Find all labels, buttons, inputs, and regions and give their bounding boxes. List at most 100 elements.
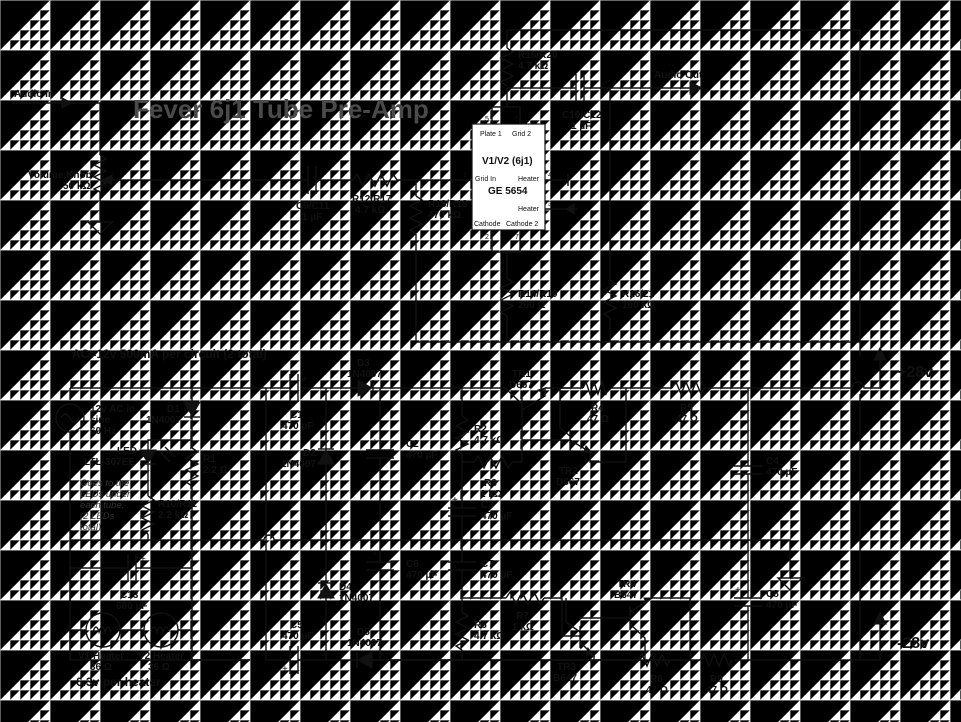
r9-name: R9 bbox=[710, 674, 723, 685]
led-note-3: each tube. bbox=[80, 500, 124, 511]
tr1-transistor bbox=[504, 386, 547, 462]
tr3-value: B647 bbox=[553, 673, 577, 684]
c10-name: C10/C12 bbox=[562, 110, 602, 121]
v1h-value: 36 Ω bbox=[90, 662, 112, 673]
d1-value: 1N4007 bbox=[146, 415, 181, 426]
r16-name: R16/21 bbox=[622, 289, 655, 300]
pin-n2: 2 bbox=[485, 234, 489, 241]
svg-text:+: + bbox=[282, 664, 288, 675]
pin-grid2: Grid 2 bbox=[512, 131, 531, 138]
c5-value: 470 µF bbox=[282, 631, 313, 642]
r4-value: 47 Ω bbox=[587, 414, 609, 425]
r13-value: 470 kΩ bbox=[428, 210, 461, 221]
ac-line2: sine bbox=[90, 415, 110, 426]
c13-value: 680 µF bbox=[116, 601, 147, 612]
c3-name: C3 bbox=[481, 500, 494, 511]
r12-value: 4.7 kΩ bbox=[355, 205, 385, 216]
pin-n6: 6 bbox=[515, 116, 519, 123]
d5-value: 1N4007 bbox=[347, 638, 382, 649]
d4-name: D4 bbox=[339, 582, 352, 593]
c2-value: 470 µF bbox=[406, 450, 437, 461]
tr3-name: TR3 bbox=[557, 662, 576, 673]
r16-resistor bbox=[602, 279, 618, 319]
r6-name: R6 bbox=[474, 620, 487, 631]
svg-text:+: + bbox=[372, 549, 378, 560]
r5-name: R5 bbox=[680, 403, 693, 414]
r7-value: 1 kΩ bbox=[512, 622, 534, 633]
led-value: LTL-307EE bbox=[84, 457, 135, 468]
led-note-2: LEDs under bbox=[80, 489, 131, 500]
minus28-arrow bbox=[873, 610, 887, 625]
c13-name: C13 bbox=[120, 590, 139, 601]
led-note-4: (2 LEDs bbox=[80, 511, 115, 522]
r13-name: R13/R18 bbox=[428, 199, 468, 210]
d4-value: 1N4007 bbox=[339, 593, 374, 604]
led-name: LED bbox=[117, 446, 137, 457]
r10-name: R10/R11 bbox=[158, 499, 197, 510]
r8-value: 47 Ω bbox=[646, 685, 668, 696]
r12-name: R12/R17 bbox=[352, 194, 392, 205]
r15-resistor bbox=[499, 47, 515, 87]
r10-resistor bbox=[140, 495, 156, 535]
c2-name: C2 bbox=[406, 439, 419, 450]
c8-value: 470 µF bbox=[766, 600, 797, 611]
d3-value: 1N4007 bbox=[347, 369, 382, 380]
c10-value: 1 µF bbox=[571, 121, 591, 132]
led-note-5: total) bbox=[80, 522, 101, 533]
svg-text:+: + bbox=[452, 495, 458, 506]
v2h-name: V2 Heater bbox=[138, 651, 184, 662]
tr4-value: B647 bbox=[614, 590, 638, 601]
r5-value: 47 Ω bbox=[676, 414, 698, 425]
ac-value: 60 Hz bbox=[90, 426, 116, 437]
d3-name: D3 bbox=[357, 358, 370, 369]
c6-value: 470 µF bbox=[406, 570, 437, 581]
tr2-value: D667 bbox=[556, 477, 580, 488]
r7-resistor bbox=[505, 590, 545, 606]
tr1-value: D667 bbox=[509, 380, 533, 391]
c1-capacitor: + bbox=[289, 374, 308, 402]
r4-resistor bbox=[582, 379, 610, 397]
heater-plus-arrow bbox=[565, 203, 575, 215]
r15-value: 4.7 kΩ bbox=[518, 61, 548, 72]
pin-n4: 4 bbox=[548, 172, 552, 179]
audio-out-label: Audio Out bbox=[654, 70, 703, 81]
r2-resistor bbox=[454, 415, 470, 455]
r10-value: 2.2 kΩ bbox=[158, 510, 188, 521]
r8-name: R8 bbox=[650, 674, 663, 685]
r1-name: R1 bbox=[203, 454, 216, 465]
r3-resistor bbox=[473, 454, 513, 470]
c9-value: 1 µF bbox=[302, 212, 322, 223]
pin-n3: 3 bbox=[548, 201, 552, 208]
svg-text:+: + bbox=[735, 585, 741, 596]
r1-resistor bbox=[184, 447, 200, 487]
c4-name: C4 bbox=[766, 456, 779, 467]
pin-n5: 5 bbox=[485, 116, 489, 123]
led-note-1: Goes to the bbox=[80, 478, 129, 489]
r14-resistor bbox=[499, 277, 515, 317]
d2-name: D2 bbox=[303, 448, 316, 459]
c1-name: C1 bbox=[290, 410, 303, 421]
r5-resistor bbox=[671, 380, 705, 396]
ac-name: 12v AC in bbox=[90, 404, 135, 415]
r2-name: R2 bbox=[474, 424, 487, 435]
tube-v1-v2 bbox=[471, 123, 546, 231]
r14-name: R14/R19 bbox=[518, 289, 558, 300]
c5-name: C5 bbox=[290, 620, 303, 631]
tr4-transistor bbox=[580, 597, 691, 660]
c7-name: C7 bbox=[481, 559, 494, 570]
r3-name: R3 bbox=[484, 478, 497, 489]
v1-heater bbox=[85, 612, 121, 648]
pin-n1: 1 bbox=[463, 172, 467, 179]
audio-in-arrow bbox=[12, 97, 101, 155]
tr1-name: TR1 bbox=[512, 369, 531, 380]
r4-name: R4 bbox=[591, 403, 604, 414]
tube-part: GE 5654 bbox=[488, 186, 528, 197]
d5-name: D5 bbox=[357, 627, 370, 638]
d2-value: 1N4007 bbox=[281, 459, 316, 470]
tr2-name: TR2 bbox=[559, 466, 578, 477]
r2-value: 4.7 kΩ bbox=[474, 435, 504, 446]
page-title: Fever 6j1 Tube Pre-Amp bbox=[133, 94, 429, 124]
r6-resistor bbox=[454, 611, 470, 651]
r6-value: 4.7 kΩ bbox=[474, 631, 504, 642]
